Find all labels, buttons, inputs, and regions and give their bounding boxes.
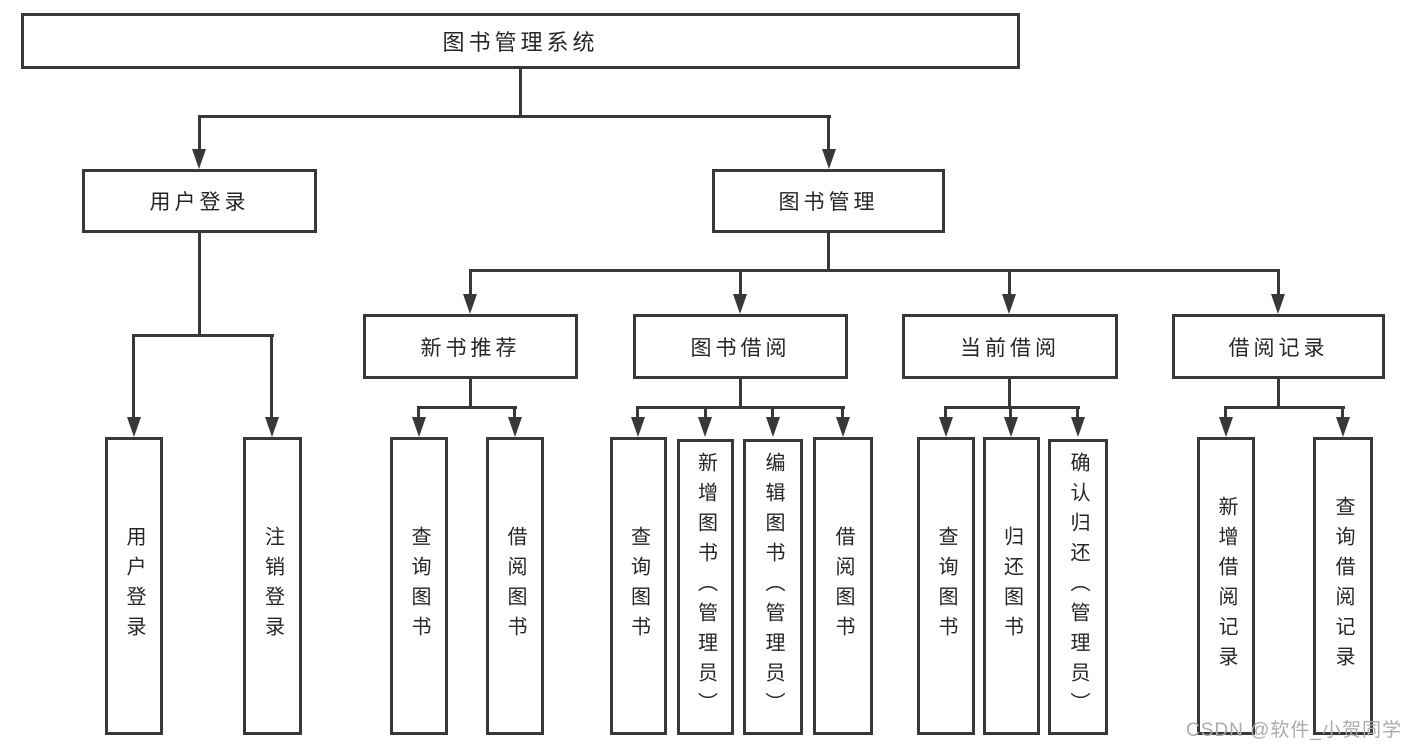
- node-book-borrow: 图书借阅: [633, 314, 848, 379]
- node-label: 借阅图书: [504, 526, 526, 646]
- connector-line: [270, 334, 273, 419]
- node-label: 图书管理系统: [442, 30, 599, 55]
- connector-line: [771, 406, 774, 420]
- connector-line: [1076, 406, 1079, 420]
- leaf-newbook-query-books: 查询图书: [390, 437, 448, 735]
- node-label: 查询图书: [408, 526, 430, 646]
- node-user-login: 用户登录: [82, 169, 317, 233]
- leaf-borrow-query-books: 查询图书: [610, 437, 667, 735]
- node-label: 归还图书: [1000, 526, 1023, 646]
- node-label: 图书借阅: [690, 336, 791, 360]
- node-current-borrow: 当前借阅: [902, 314, 1118, 379]
- arrow-down-icon: [463, 294, 477, 314]
- connector-line: [944, 406, 947, 420]
- arrow-down-icon: [127, 417, 141, 437]
- node-label: 编辑图书（管理员）: [762, 452, 784, 722]
- node-label: 注销登录: [261, 526, 284, 646]
- arrow-down-icon: [822, 149, 836, 169]
- connector-line: [944, 406, 1080, 409]
- connector-line: [636, 406, 845, 409]
- connector-line: [198, 115, 831, 118]
- csdn-watermark: CSDN @软件_小贺同学: [1186, 720, 1402, 741]
- connector-line: [636, 406, 639, 420]
- leaf-newbook-borrow-books: 借阅图书: [486, 437, 544, 735]
- arrow-down-icon: [1071, 417, 1085, 437]
- node-label: 查询借阅记录: [1332, 496, 1354, 676]
- arrow-down-icon: [1004, 417, 1018, 437]
- node-label: 用户登录: [149, 191, 250, 214]
- node-book-management: 图书管理: [712, 169, 945, 233]
- arrow-down-icon: [1002, 294, 1016, 314]
- connector-line: [132, 334, 135, 419]
- connector-line: [739, 269, 742, 297]
- node-label: 用户登录: [123, 526, 145, 646]
- node-label: 新增图书（管理员）: [694, 452, 717, 722]
- arrow-down-icon: [698, 417, 712, 437]
- node-label: 新增借阅记录: [1215, 496, 1237, 676]
- connector-line: [469, 378, 472, 408]
- arrow-down-icon: [1271, 294, 1285, 314]
- arrow-down-icon: [766, 417, 780, 437]
- connector-line: [198, 233, 201, 336]
- connector-line: [513, 406, 516, 420]
- leaf-borrow-borrow-books: 借阅图书: [813, 437, 873, 735]
- connector-line: [1008, 269, 1011, 297]
- connector-line: [1341, 406, 1344, 420]
- leaf-borrow-edit-books-admin: 编辑图书（管理员）: [743, 439, 803, 735]
- arrow-down-icon: [631, 417, 645, 437]
- node-label: 查询图书: [627, 526, 650, 646]
- connector-line: [1277, 378, 1280, 408]
- arrow-down-icon: [1219, 417, 1233, 437]
- leaf-record-query-borrow-record: 查询借阅记录: [1313, 437, 1373, 735]
- connector-line: [469, 269, 472, 297]
- leaf-user-login: 用户登录: [105, 437, 163, 735]
- node-borrow-record: 借阅记录: [1172, 314, 1385, 379]
- connector-line: [704, 406, 707, 420]
- connector-line: [827, 233, 830, 271]
- arrow-down-icon: [733, 294, 747, 314]
- connector-line: [417, 406, 420, 420]
- connector-line: [519, 68, 522, 117]
- connector-line: [198, 115, 201, 152]
- arrow-down-icon: [1336, 417, 1350, 437]
- node-label: 查询图书: [935, 526, 957, 646]
- node-new-book-recommend: 新书推荐: [363, 314, 578, 379]
- leaf-current-confirm-return-admin: 确认归还（管理员）: [1048, 439, 1108, 735]
- connector-line: [827, 115, 830, 152]
- arrow-down-icon: [412, 417, 426, 437]
- leaf-borrow-add-books-admin: 新增图书（管理员）: [677, 439, 734, 735]
- connector-line: [1009, 406, 1012, 420]
- connector-line: [1277, 269, 1280, 297]
- arrow-down-icon: [508, 417, 522, 437]
- connector-line: [841, 406, 844, 420]
- node-label: 确认归还（管理员）: [1067, 452, 1089, 722]
- leaf-record-add-borrow-record: 新增借阅记录: [1197, 437, 1255, 735]
- leaf-current-query-books: 查询图书: [917, 437, 975, 735]
- node-label: 借阅图书: [832, 526, 854, 646]
- connector-line: [1224, 406, 1227, 420]
- arrow-down-icon: [939, 417, 953, 437]
- connector-line: [1224, 406, 1345, 409]
- node-label: 当前借阅: [960, 336, 1060, 360]
- arrow-down-icon: [265, 417, 279, 437]
- arrow-down-icon: [836, 417, 850, 437]
- node-root-library-system: 图书管理系统: [21, 13, 1020, 69]
- node-label: 新书推荐: [420, 336, 521, 360]
- leaf-logout-login: 注销登录: [243, 437, 302, 735]
- leaf-current-return-books: 归还图书: [983, 437, 1040, 735]
- node-label: 图书管理: [778, 191, 879, 214]
- connector-line: [1008, 378, 1011, 408]
- connector-line: [469, 269, 1280, 272]
- connector-line: [739, 378, 742, 408]
- node-label: 借阅记录: [1228, 336, 1329, 360]
- connector-line: [417, 406, 517, 409]
- arrow-down-icon: [192, 149, 206, 169]
- connector-line: [132, 334, 274, 337]
